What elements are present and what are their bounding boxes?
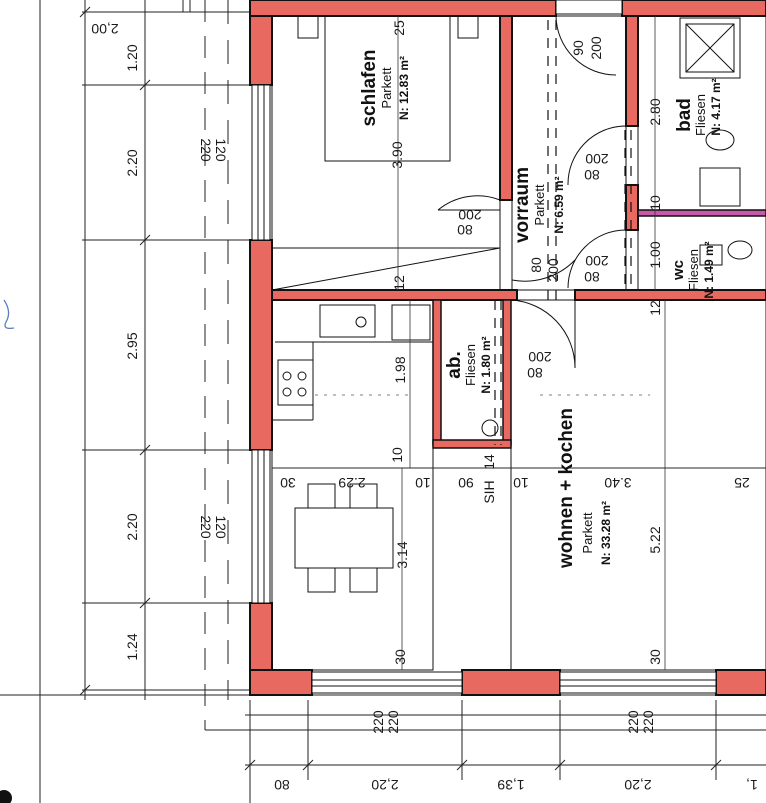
- room-label-wc: wc Fliesen N: 1.49 m²: [670, 241, 716, 298]
- window-left-1-b: 220: [198, 138, 214, 162]
- room-label-wohnen: wohnen + kochen Parkett N: 33.28 m²: [556, 408, 613, 569]
- dim-10-b: 10: [513, 475, 529, 491]
- window-left-2-a: 120: [213, 515, 229, 539]
- dim-schlafen-top: 25: [391, 20, 407, 36]
- washbasin: [699, 129, 741, 207]
- dim-kitchen-14: 14: [481, 454, 497, 470]
- kitchen-counter: [272, 304, 499, 437]
- room-name-bad: bad: [674, 98, 695, 132]
- dim-30-b: 30: [392, 649, 408, 665]
- dim-229: 2.29: [338, 475, 365, 491]
- window-left-2-b: 220: [198, 515, 214, 539]
- door-label-bad-a: 80: [584, 167, 600, 183]
- door-label-schlafen-b: 200: [458, 207, 482, 223]
- bed: [297, 15, 479, 162]
- room-name-wc: wc: [670, 260, 687, 281]
- room-floor-wc: Fliesen: [686, 249, 701, 291]
- bottom-dim-1: 80: [274, 777, 290, 793]
- dim-314: 3.14: [394, 541, 410, 568]
- door-label-bad-b: 200: [585, 151, 609, 167]
- left-dim-2: 2.20: [124, 149, 140, 176]
- room-label-vorraum: vorraum Parkett N: 6.59 m²: [512, 167, 566, 243]
- dim-bad-280: 2.80: [647, 98, 663, 125]
- room-label-ab: ab. Fliesen N: 1.80 m²: [444, 336, 493, 393]
- room-floor-bad: Fliesen: [693, 94, 708, 136]
- corner-blob: [0, 790, 12, 803]
- pen-mark: [3, 299, 15, 330]
- room-floor-vorraum: Parkett: [532, 184, 547, 226]
- room-area-wc: N: 1.49 m²: [702, 241, 716, 298]
- dining-table: [294, 483, 394, 593]
- room-label-schlafen: schlafen Parkett N: 12.83 m²: [359, 49, 411, 126]
- dim-25: 25: [734, 475, 750, 491]
- bottom-dim-2: 2,20: [371, 777, 398, 793]
- door-label-top-a: 90: [570, 40, 586, 56]
- bottom-window-1-b: 220: [385, 710, 401, 734]
- room-area-bad: N: 4.17 m²: [709, 78, 723, 135]
- bottom-window-2-a: 220: [625, 710, 641, 734]
- window-left-1-a: 120: [213, 138, 229, 162]
- dim-hall-12: 12: [391, 275, 407, 291]
- bottom-dim-4: 2,20: [624, 777, 651, 793]
- dim-522: 5.22: [647, 526, 663, 553]
- dim-10-a: 10: [415, 475, 431, 491]
- bottom-window-2-b: 220: [640, 710, 656, 734]
- room-name-vorraum: vorraum: [512, 167, 533, 243]
- windows: [251, 0, 717, 694]
- bottom-dim-3: 1,39: [497, 777, 524, 793]
- dim-kitchen-10: 10: [389, 447, 405, 463]
- doors: [437, 15, 627, 369]
- left-dim-3: 2.95: [124, 332, 140, 359]
- room-label-bad: bad Fliesen N: 4.17 m²: [674, 78, 723, 136]
- door-label-ab-a: 80: [527, 365, 543, 381]
- left-dim-4: 2.20: [124, 513, 140, 540]
- dim-wc-100: 1.00: [647, 241, 663, 268]
- wardrobe: [271, 247, 501, 291]
- dim-kitchen-198: 1.98: [392, 356, 408, 383]
- room-area-ab: N: 1.80 m²: [479, 336, 493, 393]
- door-label-wc-b: 200: [585, 253, 609, 269]
- door-label-ab-b: 200: [528, 349, 552, 365]
- left-top-dim: 2,00: [91, 21, 118, 37]
- dim-340: 3.40: [604, 475, 631, 491]
- room-name-wohnen: wohnen + kochen: [556, 408, 577, 569]
- room-name-ab: ab.: [444, 351, 465, 378]
- dim-schlafen-depth: 3.90: [389, 141, 405, 168]
- door-label-vorraum-b: 200: [545, 258, 561, 282]
- room-area-schlafen: N: 12.83 m²: [397, 56, 411, 120]
- room-floor-wohnen: Parkett: [580, 512, 595, 554]
- inner-dimension-lines: [272, 16, 766, 670]
- room-floor-schlafen: Parkett: [379, 67, 394, 109]
- left-dim-5: 1.24: [124, 633, 140, 660]
- shower: [679, 17, 741, 79]
- door-label-schlafen-a: 80: [457, 222, 473, 238]
- dim-30-a: 30: [280, 475, 296, 491]
- room-area-wohnen: N: 33.28 m²: [599, 501, 613, 565]
- bottom-window-1-a: 220: [370, 710, 386, 734]
- room-floor-ab: Fliesen: [463, 344, 478, 386]
- dim-sih: SIH: [481, 480, 497, 503]
- door-label-wc-a: 80: [584, 269, 600, 285]
- door-swing-dashes: [494, 16, 632, 445]
- partitions: [432, 209, 766, 449]
- left-dim-1: 1.20: [124, 44, 140, 71]
- toilet: [699, 240, 753, 266]
- bottom-dim-5: 1,: [746, 777, 758, 793]
- room-name-schlafen: schlafen: [359, 49, 380, 126]
- tick-marks: [79, 6, 722, 771]
- dim-wc-12: 12: [647, 300, 663, 316]
- dim-90: 90: [458, 475, 474, 491]
- dim-bad-10: 10: [647, 195, 663, 211]
- door-label-vorraum-a: 80: [528, 257, 544, 273]
- dim-30-c: 30: [647, 649, 663, 665]
- room-area-vorraum: N: 6.59 m²: [552, 176, 566, 233]
- door-label-top-b: 200: [588, 36, 604, 60]
